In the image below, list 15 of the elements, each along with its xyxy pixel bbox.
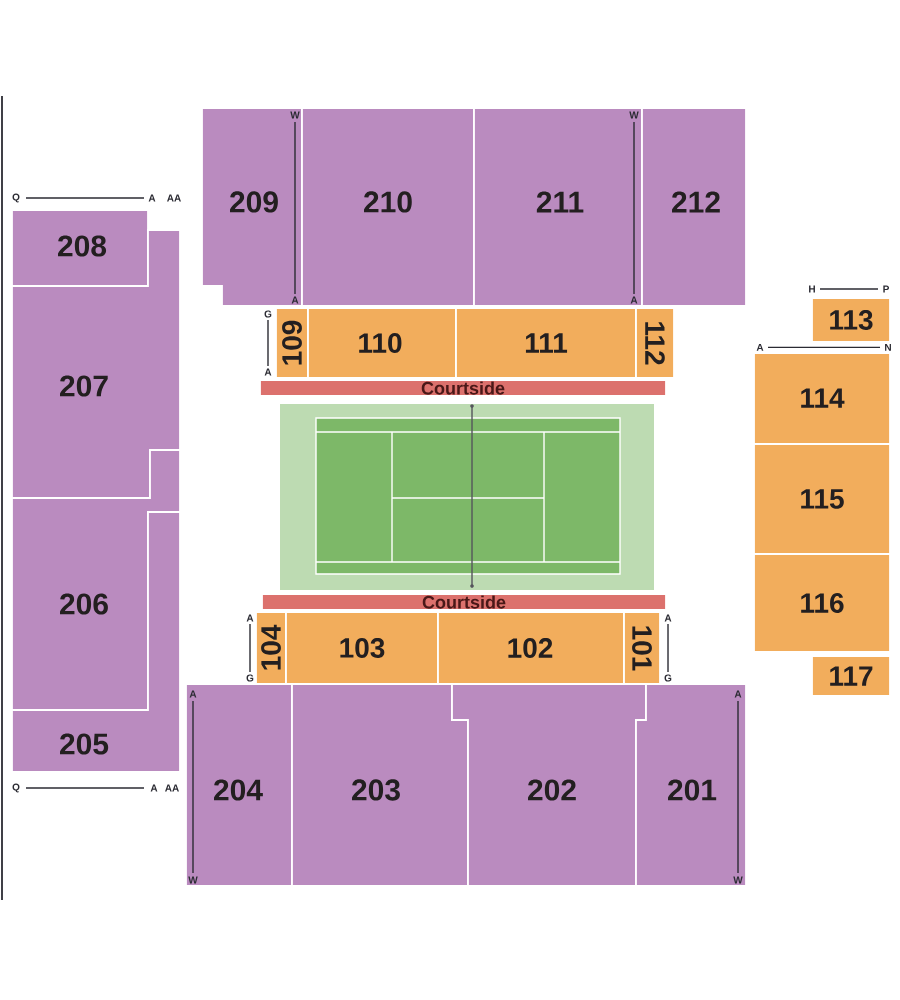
seating-section: 101	[623, 611, 661, 685]
seating-section: 113	[811, 297, 891, 343]
seating-section: 104	[255, 611, 287, 685]
courtside-section: Courtside	[259, 379, 667, 397]
seating-section: 114	[753, 352, 891, 445]
courtside-section: Courtside	[261, 593, 667, 611]
seating-section: 212	[641, 107, 747, 307]
seating-section: 206	[11, 449, 181, 711]
seating-section: 109	[275, 307, 309, 379]
seating-section: 117	[811, 655, 891, 697]
seating-section: 203	[291, 683, 469, 887]
seating-section: 210	[301, 107, 475, 307]
seating-section: 115	[753, 443, 891, 555]
seating-section: 112	[635, 307, 675, 379]
seating-section: 208	[11, 209, 149, 287]
